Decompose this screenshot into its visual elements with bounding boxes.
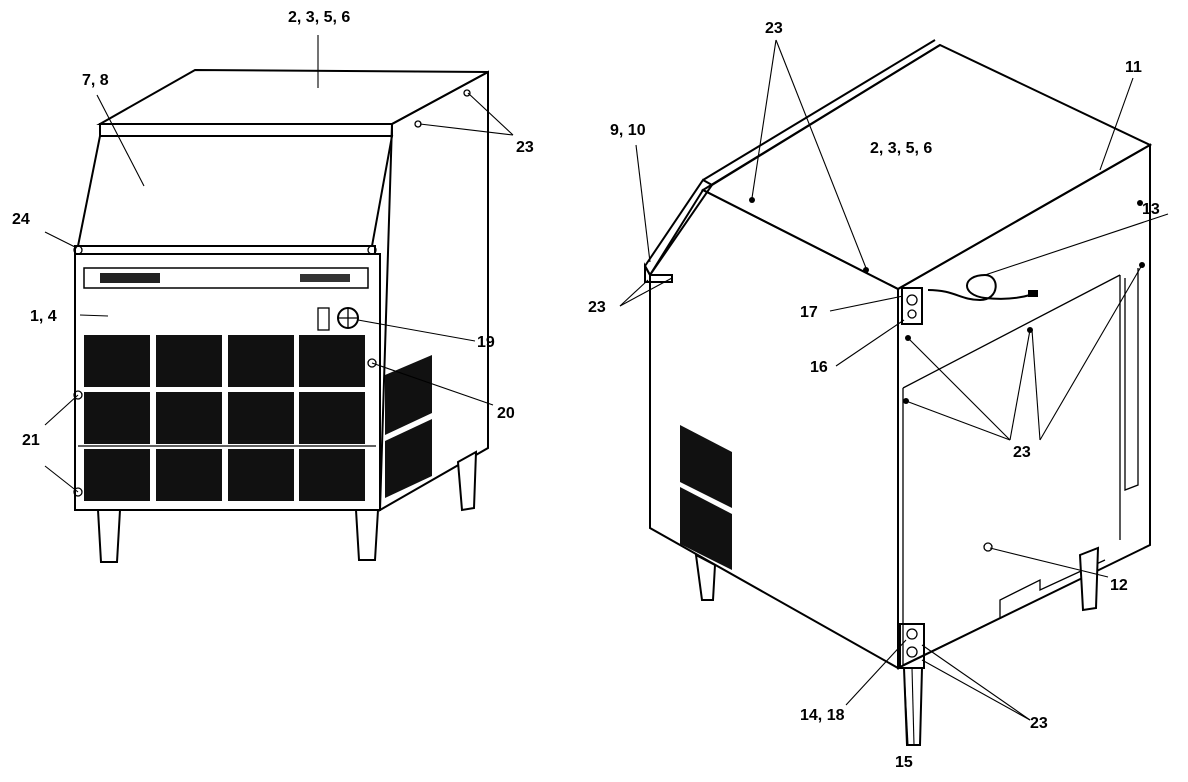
right-leg-rear-right xyxy=(1078,546,1100,612)
label-right-23-bottom: 23 xyxy=(1030,715,1048,732)
right-back-panel xyxy=(897,143,1151,670)
label-left-lid: 7, 8 xyxy=(82,72,109,89)
label-left-23: 23 xyxy=(516,139,534,156)
label-left-20: 20 xyxy=(497,405,515,422)
left-leg-back-right xyxy=(456,450,478,512)
label-left-24: 24 xyxy=(12,211,30,228)
label-left-top: 2, 3, 5, 6 xyxy=(288,9,350,26)
left-bin-door xyxy=(76,135,394,247)
left-switch xyxy=(317,307,330,331)
right-side-vents xyxy=(680,425,732,570)
left-leg-front-right xyxy=(354,509,380,561)
label-left-21: 21 xyxy=(22,432,40,449)
left-top-surface xyxy=(96,68,489,125)
left-unit xyxy=(73,68,489,563)
right-leader-lines xyxy=(619,39,1169,746)
left-logo xyxy=(100,273,160,283)
label-right-15: 15 xyxy=(895,754,913,771)
label-right-9-10: 9, 10 xyxy=(610,122,646,139)
right-power-cord xyxy=(927,273,1038,302)
left-leg-front-left xyxy=(96,509,122,563)
left-door-trim xyxy=(74,245,376,255)
label-left-19: 19 xyxy=(477,334,495,351)
label-right-11: 11 xyxy=(1125,59,1142,76)
callout-labels: 2, 3, 5, 6 7, 8 23 24 1, 4 19 20 21 23 1… xyxy=(12,9,1160,771)
left-model-text xyxy=(300,274,350,282)
right-leg-front xyxy=(694,553,717,601)
left-front-grille xyxy=(84,335,365,501)
right-electrical-box xyxy=(901,287,923,325)
left-side-grille-lower xyxy=(385,419,432,498)
label-right-16: 16 xyxy=(810,359,828,376)
label-right-23-mid: 23 xyxy=(1013,444,1031,461)
label-left-1-4: 1, 4 xyxy=(30,308,57,325)
label-right-23-left: 23 xyxy=(588,299,606,316)
left-side-panel xyxy=(378,70,489,512)
left-front-panel xyxy=(74,253,381,511)
left-side-grille-upper xyxy=(385,355,432,435)
left-top-trim xyxy=(99,123,393,137)
label-right-13: 13 xyxy=(1142,201,1160,218)
right-unit xyxy=(643,39,1153,746)
label-right-top: 2, 3, 5, 6 xyxy=(870,140,932,157)
left-leader-lines xyxy=(44,35,514,493)
label-right-17: 17 xyxy=(800,304,818,321)
label-right-12: 12 xyxy=(1110,577,1128,594)
label-right-14-18: 14, 18 xyxy=(800,707,845,724)
label-right-23-top: 23 xyxy=(765,20,783,37)
